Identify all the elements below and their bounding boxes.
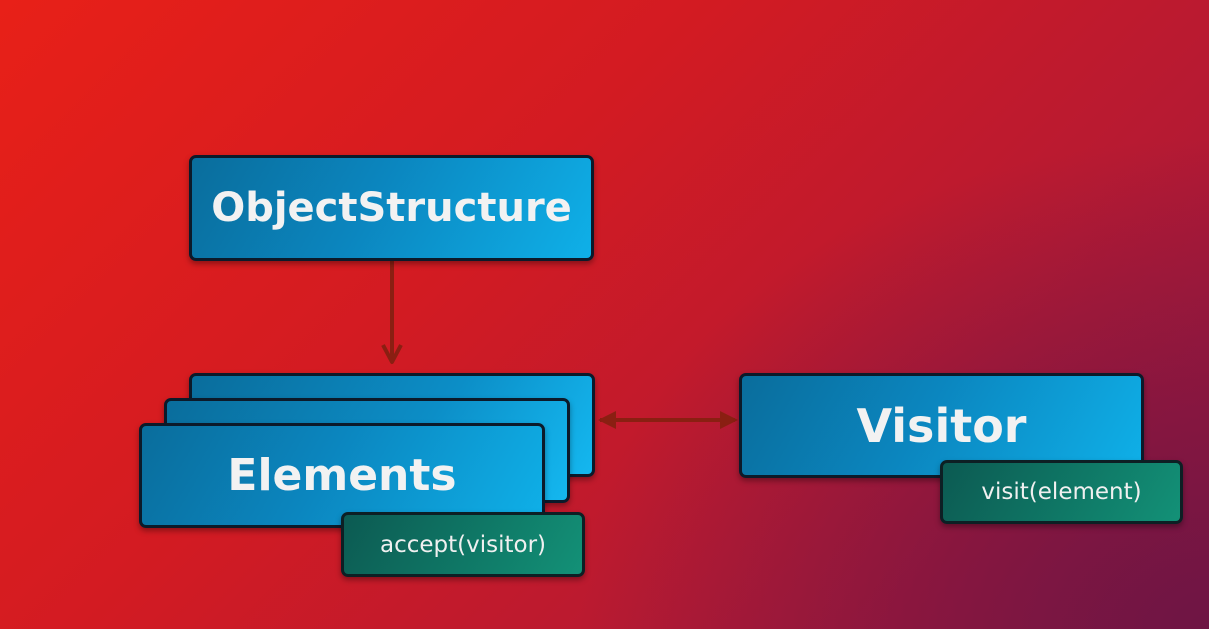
object-structure-node: ObjectStructure: [189, 155, 594, 261]
double-arrow-head-right: [720, 411, 738, 429]
accept-method-badge: accept(visitor): [341, 512, 585, 577]
visit-method-badge: visit(element): [940, 460, 1183, 524]
composition-arrow-head: [381, 344, 403, 364]
double-arrow-head-left: [598, 411, 616, 429]
visit-method-label: visit(element): [981, 479, 1142, 505]
visitor-label: Visitor: [856, 398, 1027, 453]
elements-label: Elements: [227, 450, 457, 501]
accept-method-label: accept(visitor): [379, 531, 547, 558]
elements-node: Elements: [139, 423, 545, 528]
object-structure-label: ObjectStructure: [211, 185, 572, 231]
